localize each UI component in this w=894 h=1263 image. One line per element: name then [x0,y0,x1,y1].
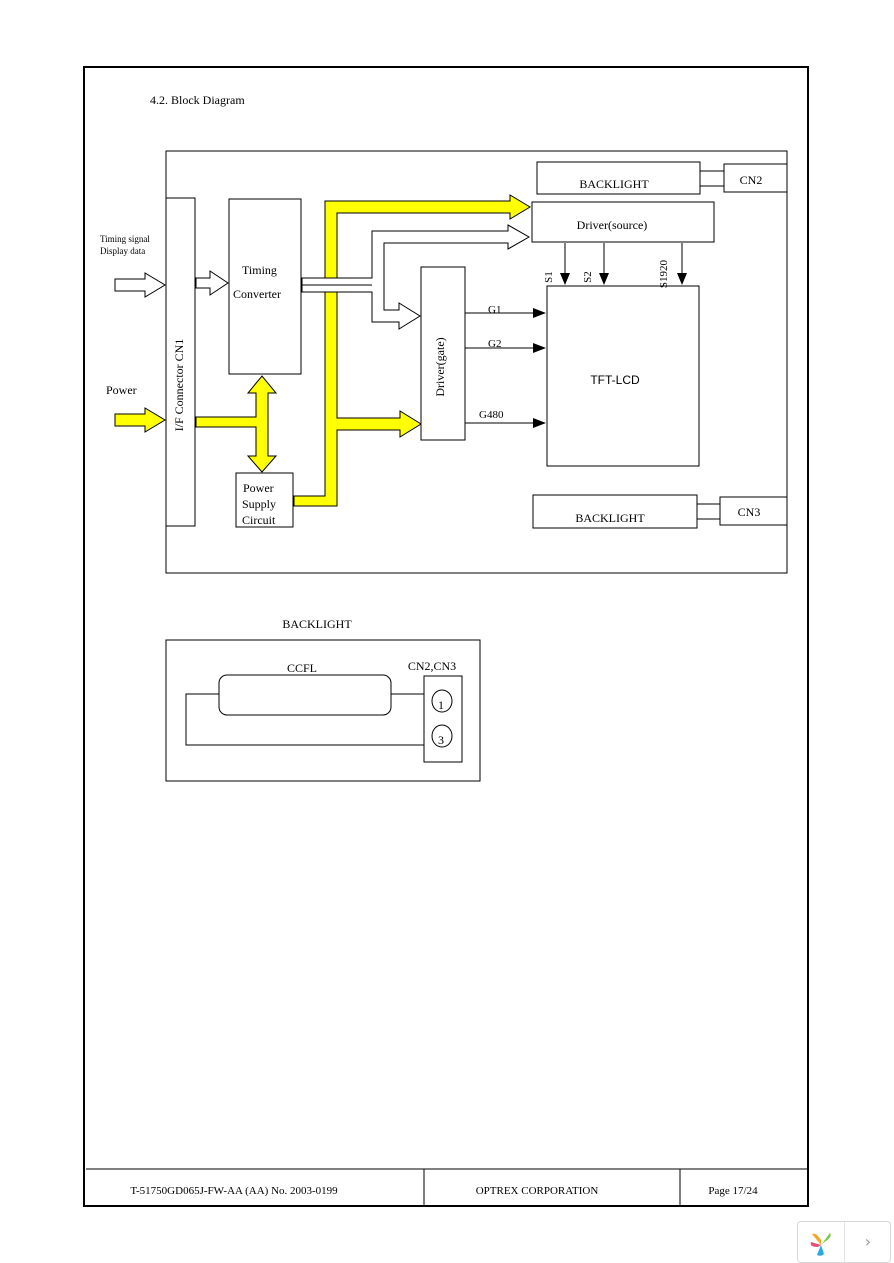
backlight-top [536,161,701,195]
tft-lcd-panel [546,285,700,467]
power-supply-label-1: Power [243,481,274,495]
if-connector-cn1 [165,197,196,527]
connector-pin-3 [431,724,453,748]
power-supply-circuit-block [235,472,294,528]
source-label-s1920: S1920 [658,259,670,288]
source-line-s1 [560,243,570,285]
cn2-label: CN2 [740,173,763,187]
tft-lcd-label: TFT-LCD [590,373,640,387]
backlight-connector [423,675,463,763]
gate-label-g480: G480 [479,409,504,421]
gate-label-g1: G1 [488,304,501,316]
power-label: Power [106,383,137,397]
if-connector-label: I/F Connector CN1 [172,339,186,432]
backlight-bottom-label: BACKLIGHT [575,511,645,525]
connector-pin-1 [431,689,453,713]
timing-converter-label-1: Timing [242,263,277,277]
ccfl-lamp [218,674,392,716]
driver-source-block [531,201,715,243]
cn1-to-timing-arrow [195,270,229,296]
footer-document-number: T-51750GD065J-FW-AA (AA) No. 2003-0199 [130,1185,338,1197]
next-page-button[interactable]: › [844,1222,891,1262]
source-label-s2: S2 [582,271,594,283]
connector-cn3 [719,496,788,526]
driver-gate-block [420,266,466,441]
source-label-s1: S1 [543,271,555,283]
source-line-s2 [599,243,609,285]
gate-line-g2 [465,343,546,353]
ccfl-label: CCFL [287,661,317,675]
footer-company: OPTREX CORPORATION [476,1185,599,1197]
power-supply-output-arrow [293,194,531,507]
gate-line-g1 [465,308,546,318]
timing-converter-block [228,198,302,375]
viewer-logo-icon [810,1233,831,1256]
viewer-nav-widget: › [797,1221,891,1263]
driver-gate-label: Driver(gate) [433,337,447,396]
backlight-bottom [532,494,698,529]
cn2-cn3-label: CN2,CN3 [408,659,456,673]
pin-3-label: 3 [438,733,444,747]
cn3-label: CN3 [738,505,761,519]
power-supply-label-3: Circuit [242,513,276,527]
source-line-s1920 [677,243,687,285]
section-title: 4.2. Block Diagram [150,93,245,107]
driver-source-label: Driver(source) [577,218,648,232]
ccfl-wire-pin3 [185,693,424,746]
backlight-top-label: BACKLIGHT [579,177,649,191]
timing-signal-label: Timing signal [100,234,150,244]
pin-1-label: 1 [438,698,444,712]
power-supply-label-2: Supply [242,497,276,511]
gate-label-g2: G2 [488,338,501,350]
power-distribution-arrow [195,375,278,473]
gate-line-g480 [465,418,546,428]
page-frame [83,66,809,1207]
power-input-arrow [114,407,166,433]
timing-converter-label-2: Converter [233,287,281,301]
connector-cn2 [723,163,788,193]
backlight-diagram-title: BACKLIGHT [282,617,352,631]
timing-input-arrow [114,272,166,298]
display-data-label: Display data [100,246,145,256]
footer-page-number: Page 17/24 [708,1185,758,1197]
backlight-diagram-frame [165,639,481,782]
timing-to-drivers-arrow [301,224,531,330]
